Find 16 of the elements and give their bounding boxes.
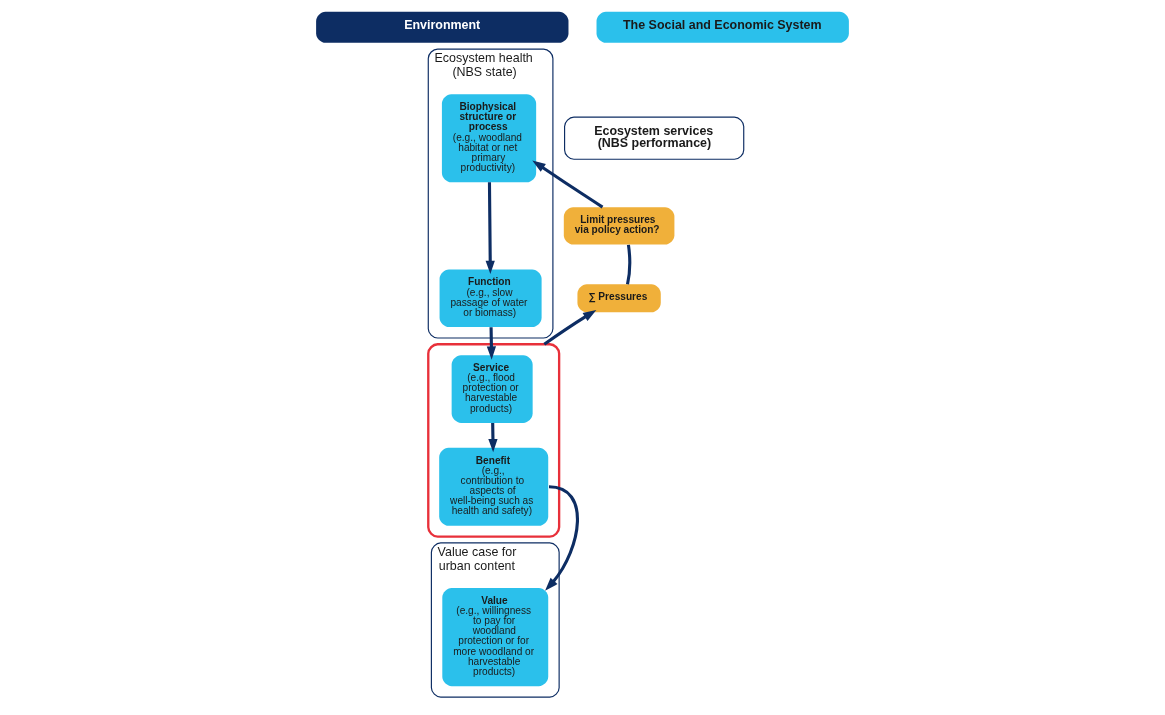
- node-box: Biophysical structure or process (e.g., woodland habitat or net primary productivity): [441, 94, 537, 183]
- node-box: Function (e.g., slow passage of water or biomass): [439, 269, 542, 328]
- node-box: Benefit (e.g., contribution to aspects of well-being such as health and safety): [439, 447, 549, 526]
- arrow: [486, 327, 497, 360]
- node-box: Value (e.g., willingness to pay for woodland protection or for more woodland or harvestable products): [442, 588, 549, 687]
- arrow: [545, 485, 579, 591]
- arrow: [485, 182, 495, 274]
- node-box: Service (e.g., flood protection or harvestable products): [451, 355, 533, 423]
- node-box: Ecosystem services (NBS performance): [564, 116, 745, 160]
- arrow: [532, 160, 604, 209]
- node-box: ∑ Pressures: [577, 284, 661, 313]
- arrow: [543, 309, 597, 346]
- node-box: Limit pressures via policy action?: [563, 207, 675, 245]
- node-box: The Social and Economic System: [596, 11, 849, 43]
- node-box: Environment: [316, 11, 569, 43]
- connector: [626, 244, 632, 285]
